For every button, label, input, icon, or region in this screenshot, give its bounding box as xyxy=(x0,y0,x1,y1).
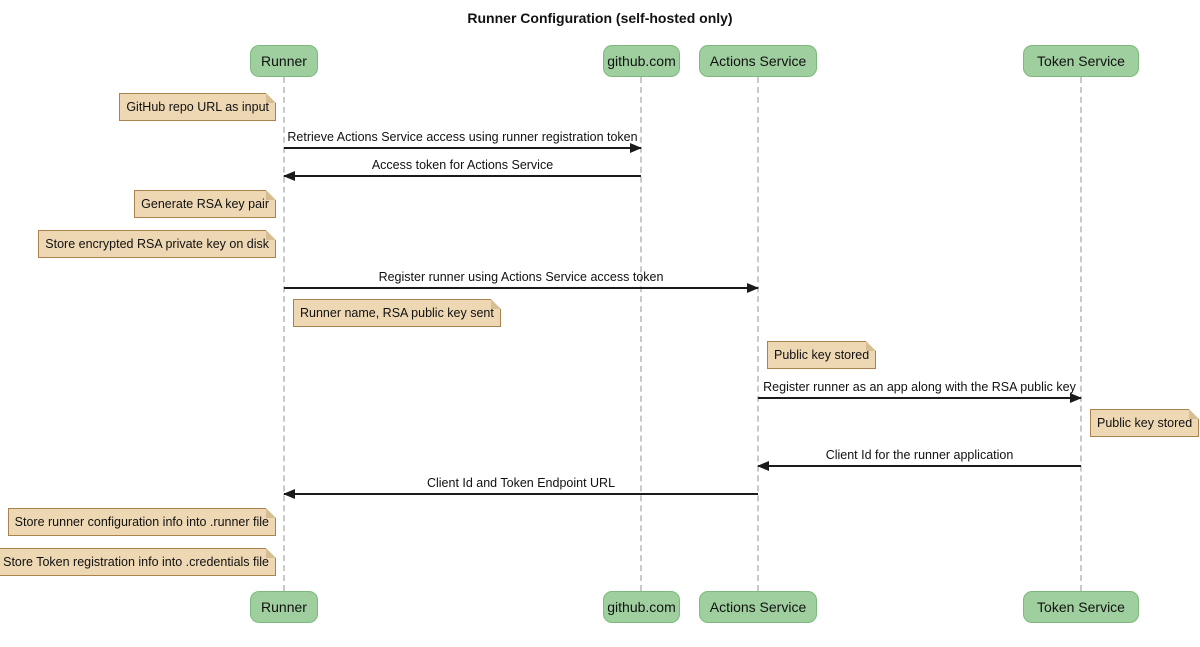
lifeline-actions-service xyxy=(757,77,759,591)
note-public-key-stored-as: Public key stored xyxy=(767,341,877,369)
note-text: Store encrypted RSA private key on disk xyxy=(45,237,269,251)
message-client-id-endpoint-url: Client Id and Token Endpoint URL xyxy=(283,476,758,499)
note-store-credentials-file: Store Token registration info into .cred… xyxy=(0,548,276,576)
participant-github-com-top: github.com xyxy=(603,45,680,77)
message-retrieve-actions-access: Retrieve Actions Service access using ru… xyxy=(284,130,642,153)
message-label: Retrieve Actions Service access using ru… xyxy=(287,130,638,144)
participant-runner-top: Runner xyxy=(250,45,318,77)
message-arrow-line xyxy=(283,171,641,181)
message-arrow-line xyxy=(283,489,758,499)
message-access-token-returned: Access token for Actions Service xyxy=(283,158,641,181)
lifeline-runner xyxy=(283,77,285,591)
participant-actions-service-bottom: Actions Service xyxy=(699,591,817,623)
message-arrow-line xyxy=(758,393,1082,403)
arrowhead-left-icon xyxy=(283,171,295,181)
participant-label: Actions Service xyxy=(709,53,807,69)
note-store-runner-file: Store runner configuration info into .ru… xyxy=(7,508,277,536)
note-generate-rsa-key: Generate RSA key pair xyxy=(134,190,276,218)
message-label: Client Id for the runner application xyxy=(825,448,1014,462)
message-arrow-line xyxy=(757,461,1081,471)
message-label: Register runner using Actions Service ac… xyxy=(378,270,664,284)
diagram-title: Runner Configuration (self-hosted only) xyxy=(467,10,733,26)
participant-label: Runner xyxy=(261,53,307,69)
arrowhead-right-icon xyxy=(630,143,642,153)
message-register-runner-as-app: Register runner as an app along with the… xyxy=(758,380,1082,403)
message-label: Client Id and Token Endpoint URL xyxy=(426,476,616,490)
note-public-key-stored-ts: Public key stored xyxy=(1090,409,1200,437)
lifeline-token-service xyxy=(1080,77,1082,591)
note-github-repo-url: GitHub repo URL as input xyxy=(119,93,276,121)
lifeline-github-com xyxy=(640,77,642,591)
note-text: Store runner configuration info into .ru… xyxy=(14,515,269,529)
note-text: GitHub repo URL as input xyxy=(126,100,269,114)
participant-github-com-bottom: github.com xyxy=(603,591,680,623)
participant-actions-service-top: Actions Service xyxy=(699,45,817,77)
participant-token-service-top: Token Service xyxy=(1023,45,1139,77)
participant-label: Actions Service xyxy=(709,599,807,615)
note-text: Public key stored xyxy=(774,348,870,362)
participant-label: Token Service xyxy=(1037,53,1125,69)
note-text: Generate RSA key pair xyxy=(141,197,269,211)
arrowhead-right-icon xyxy=(1070,393,1082,403)
message-label: Access token for Actions Service xyxy=(371,158,554,172)
arrowhead-left-icon xyxy=(283,489,295,499)
message-register-runner: Register runner using Actions Service ac… xyxy=(284,270,759,293)
message-arrow-line xyxy=(284,143,642,153)
arrowhead-left-icon xyxy=(757,461,769,471)
note-text: Public key stored xyxy=(1097,416,1193,430)
note-runner-name-sent: Runner name, RSA public key sent xyxy=(293,299,501,327)
message-arrow-line xyxy=(284,283,759,293)
participant-label: Token Service xyxy=(1037,599,1125,615)
message-client-id-returned: Client Id for the runner application xyxy=(757,448,1081,471)
participant-label: github.com xyxy=(607,53,676,69)
message-label: Register runner as an app along with the… xyxy=(763,380,1076,394)
participant-label: Runner xyxy=(261,599,307,615)
note-text: Runner name, RSA public key sent xyxy=(300,306,494,320)
note-text: Store Token registration info into .cred… xyxy=(3,555,269,569)
arrowhead-right-icon xyxy=(747,283,759,293)
participant-runner-bottom: Runner xyxy=(250,591,318,623)
participant-token-service-bottom: Token Service xyxy=(1023,591,1139,623)
participant-label: github.com xyxy=(607,599,676,615)
note-store-private-key: Store encrypted RSA private key on disk xyxy=(38,230,276,258)
